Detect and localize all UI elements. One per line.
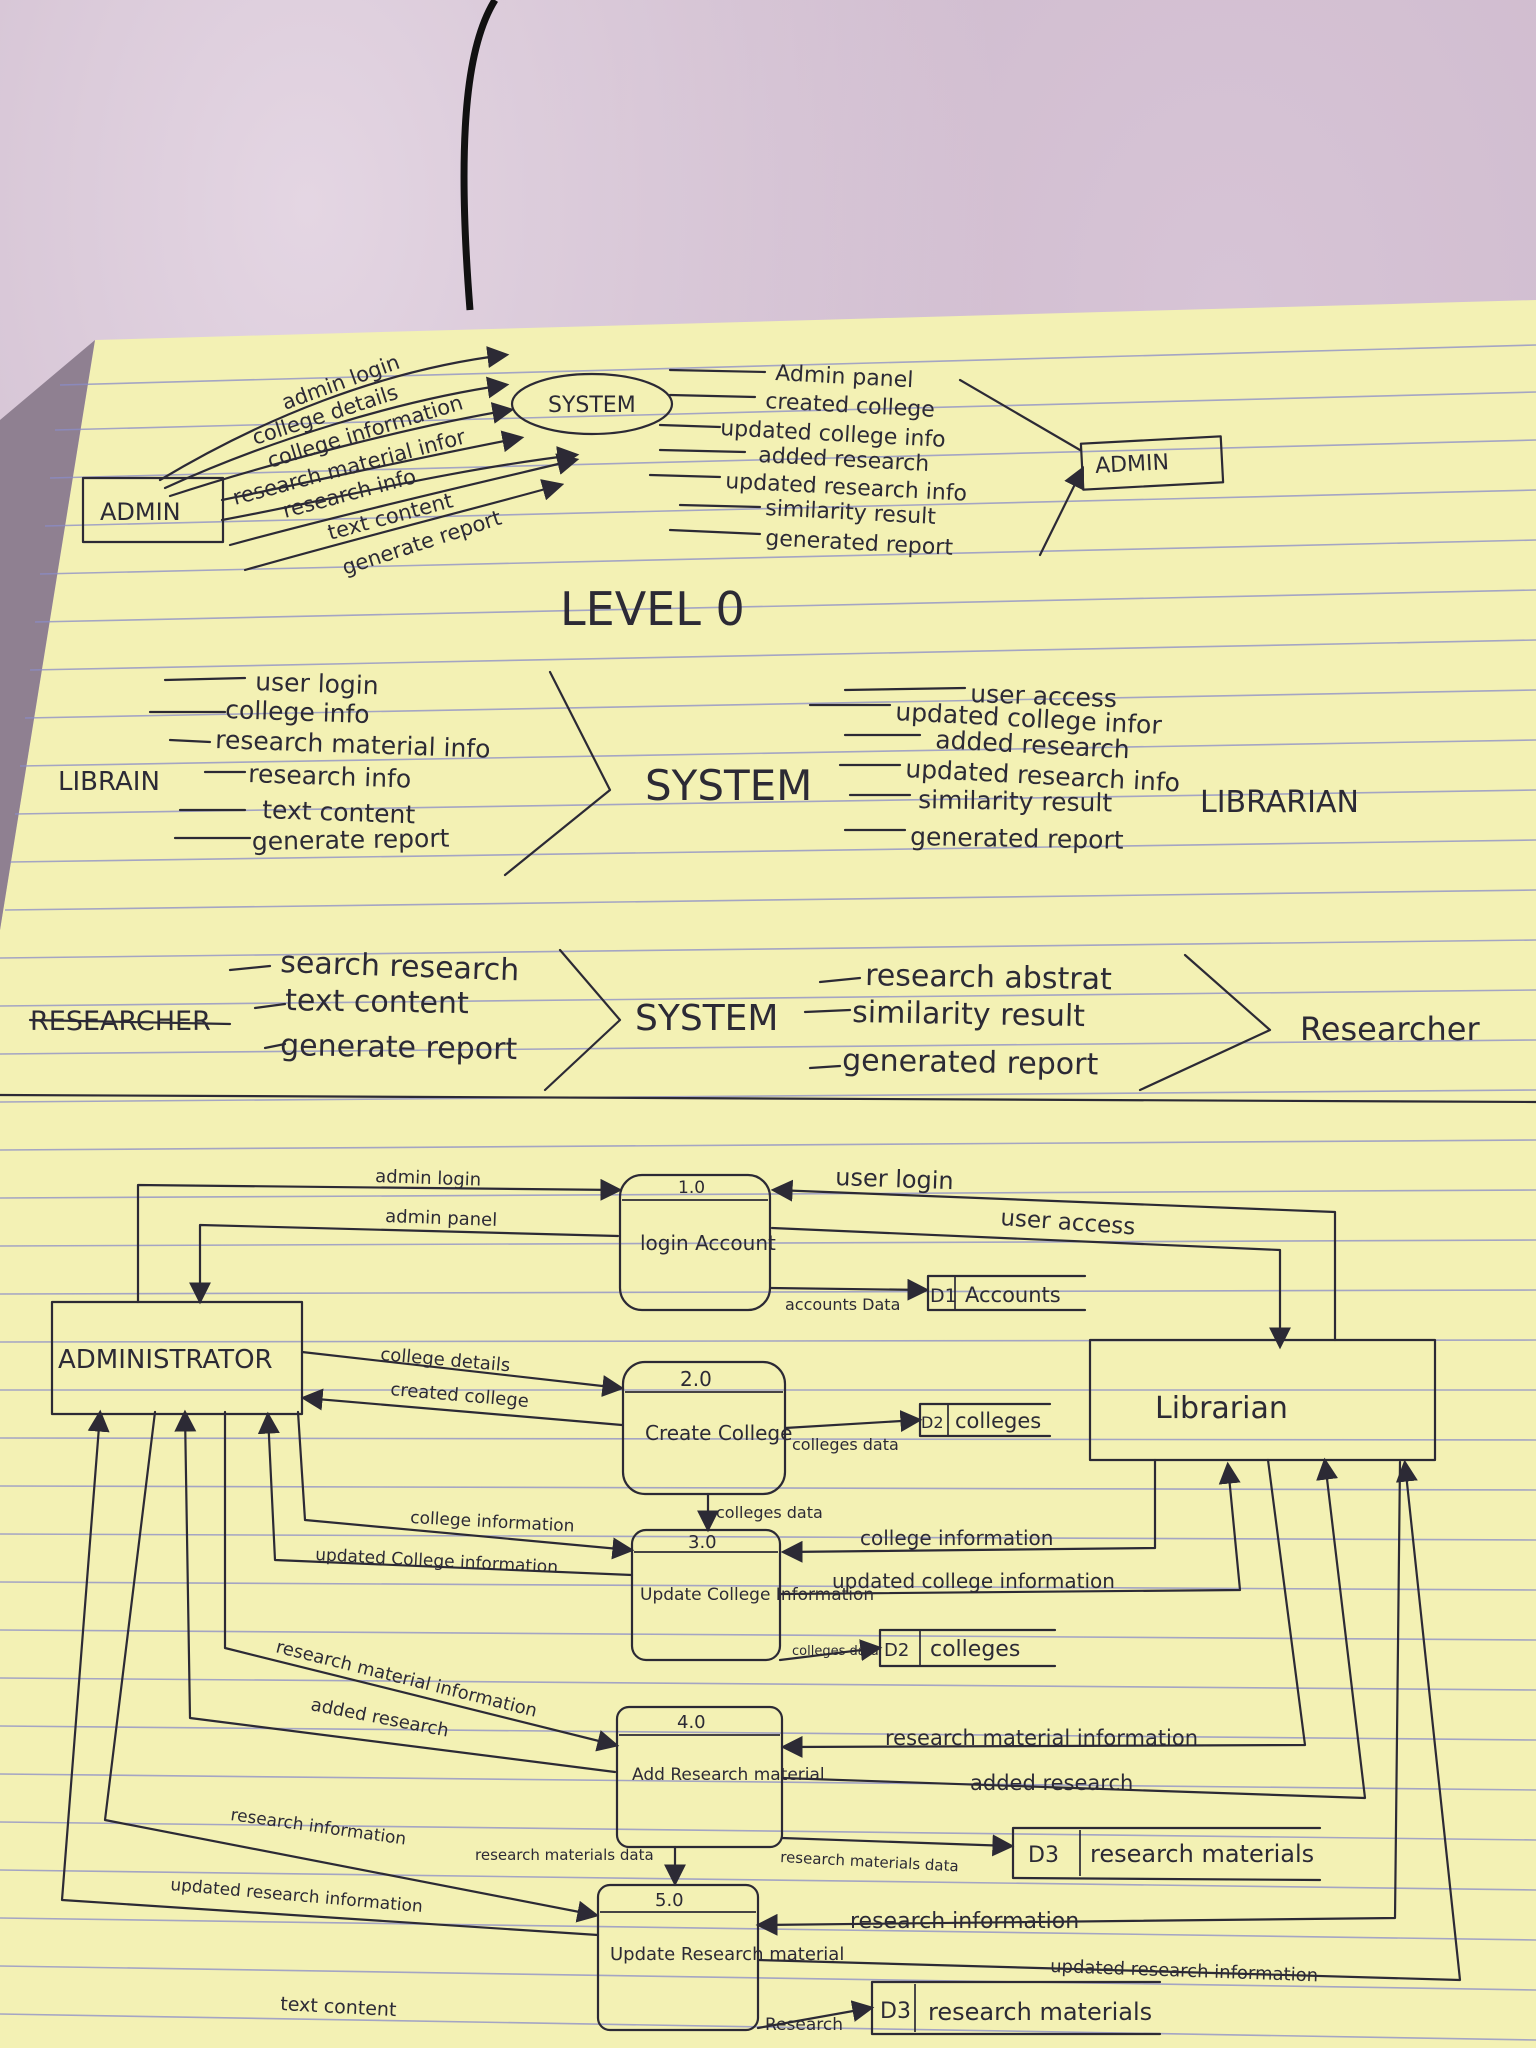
librarian-source-label: LIBRAIN <box>58 767 160 797</box>
flow-updated-college-info-lib: updated college information <box>832 1569 1115 1593</box>
admin-sink-label: ADMIN <box>1094 450 1169 479</box>
cable <box>460 0 498 311</box>
entity-administrator-label: ADMINISTRATOR <box>58 1345 273 1375</box>
flow-research: Research <box>765 2015 843 2035</box>
flow-user-login: user login <box>835 1163 954 1195</box>
res-in-2: text content <box>285 983 469 1021</box>
admin-source-box <box>81 476 225 544</box>
flow-accounts-data: accounts Data <box>785 1295 900 1314</box>
res-out-3: generated report <box>842 1043 1099 1082</box>
store-d3a-id: D3 <box>1028 1843 1059 1868</box>
store-d3-b: D3 research materials <box>870 1980 1162 2036</box>
process-2-id: 2.0 <box>680 1367 712 1391</box>
lib-in-4: research info <box>248 759 412 794</box>
level-heading: LEVEL 0 <box>560 582 745 636</box>
process-4-id: 4.0 <box>677 1712 706 1733</box>
store-d2a-id: D2 <box>921 1413 944 1432</box>
flow-colleges-data-3: colleges data <box>792 1644 879 1659</box>
res-in-1: search research <box>280 945 520 988</box>
store-d2-b: D2 colleges <box>878 1628 1057 1668</box>
researcher-system-label: SYSTEM <box>635 998 779 1039</box>
admin-system-label: SYSTEM <box>548 393 636 418</box>
flow-research-information-lib: research information <box>850 1909 1079 1934</box>
lib-out-6: generated report <box>910 822 1124 855</box>
store-d3a-name: research materials <box>1090 1840 1314 1868</box>
entity-librarian <box>1088 1338 1437 1462</box>
flow-admin-login: admin login <box>375 1166 482 1191</box>
librarian-sink-label: LIBRARIAN <box>1200 785 1359 820</box>
librarian-system-label: SYSTEM <box>645 761 812 810</box>
lib-out-1: user access <box>970 679 1118 713</box>
process-4: 4.0 Add Research material <box>615 1705 825 1849</box>
entity-librarian-label: Librarian <box>1155 1391 1288 1426</box>
ruled-lines <box>0 344 1536 2041</box>
store-d3b-name: research materials <box>928 1998 1152 2026</box>
res-out-1: research abstrat <box>865 958 1112 997</box>
flow-colleges-data-1: colleges data <box>792 1435 899 1454</box>
context-researcher: RESEARCHER SYSTEM Researcher search rese… <box>28 945 1480 1092</box>
store-d2a-name: colleges <box>955 1409 1041 1433</box>
flow-research-material-info-lib: research material information <box>885 1726 1198 1750</box>
lib-out-5: similarity result <box>918 785 1113 817</box>
process-4-name: Add Research material <box>632 1765 825 1785</box>
flow-colleges-data-2: colleges data <box>716 1503 823 1522</box>
flow-added-research-lib: added research <box>970 1771 1133 1795</box>
lib-in-1: user login <box>255 667 379 700</box>
process-2-name: Create College <box>645 1421 792 1445</box>
lib-in-2: college info <box>225 695 370 729</box>
store-d1-name: Accounts <box>965 1283 1061 1307</box>
process-3-id: 3.0 <box>688 1532 717 1553</box>
process-1-id: 1.0 <box>678 1178 705 1198</box>
researcher-sink-label: Researcher <box>1300 1010 1480 1048</box>
res-out-2: similarity result <box>852 995 1086 1034</box>
store-d2-a: D2 colleges <box>918 1402 1052 1438</box>
flow-college-info-lib: college information <box>860 1526 1053 1550</box>
process-3-name: Update College Information <box>640 1585 874 1605</box>
admin-source-label: ADMIN <box>100 498 181 526</box>
process-1-name: login Account <box>640 1231 776 1255</box>
flow-admin-panel: admin panel <box>385 1206 498 1231</box>
store-d2b-id: D2 <box>884 1640 909 1661</box>
lib-in-6: generate report <box>252 824 450 856</box>
store-d2b-name: colleges <box>930 1637 1020 1662</box>
context-librarian: LIBRAIN SYSTEM LIBRARIAN user login coll… <box>58 667 1359 877</box>
lib-in-5: text content <box>262 795 416 829</box>
process-3: 3.0 Update College Information <box>630 1528 874 1662</box>
process-5-id: 5.0 <box>655 1890 684 1911</box>
flow-research-materials-data-2: research materials data <box>475 1846 654 1864</box>
context-admin: ADMIN SYSTEM ADMIN admin login college d… <box>81 346 1225 580</box>
process-1: 1.0 login Account <box>618 1173 776 1312</box>
res-in-3: generate report <box>280 1028 518 1067</box>
store-d3b-id: D3 <box>880 1999 911 2024</box>
store-d1-id: D1 <box>930 1285 957 1307</box>
paper-sheet <box>0 300 1536 2048</box>
